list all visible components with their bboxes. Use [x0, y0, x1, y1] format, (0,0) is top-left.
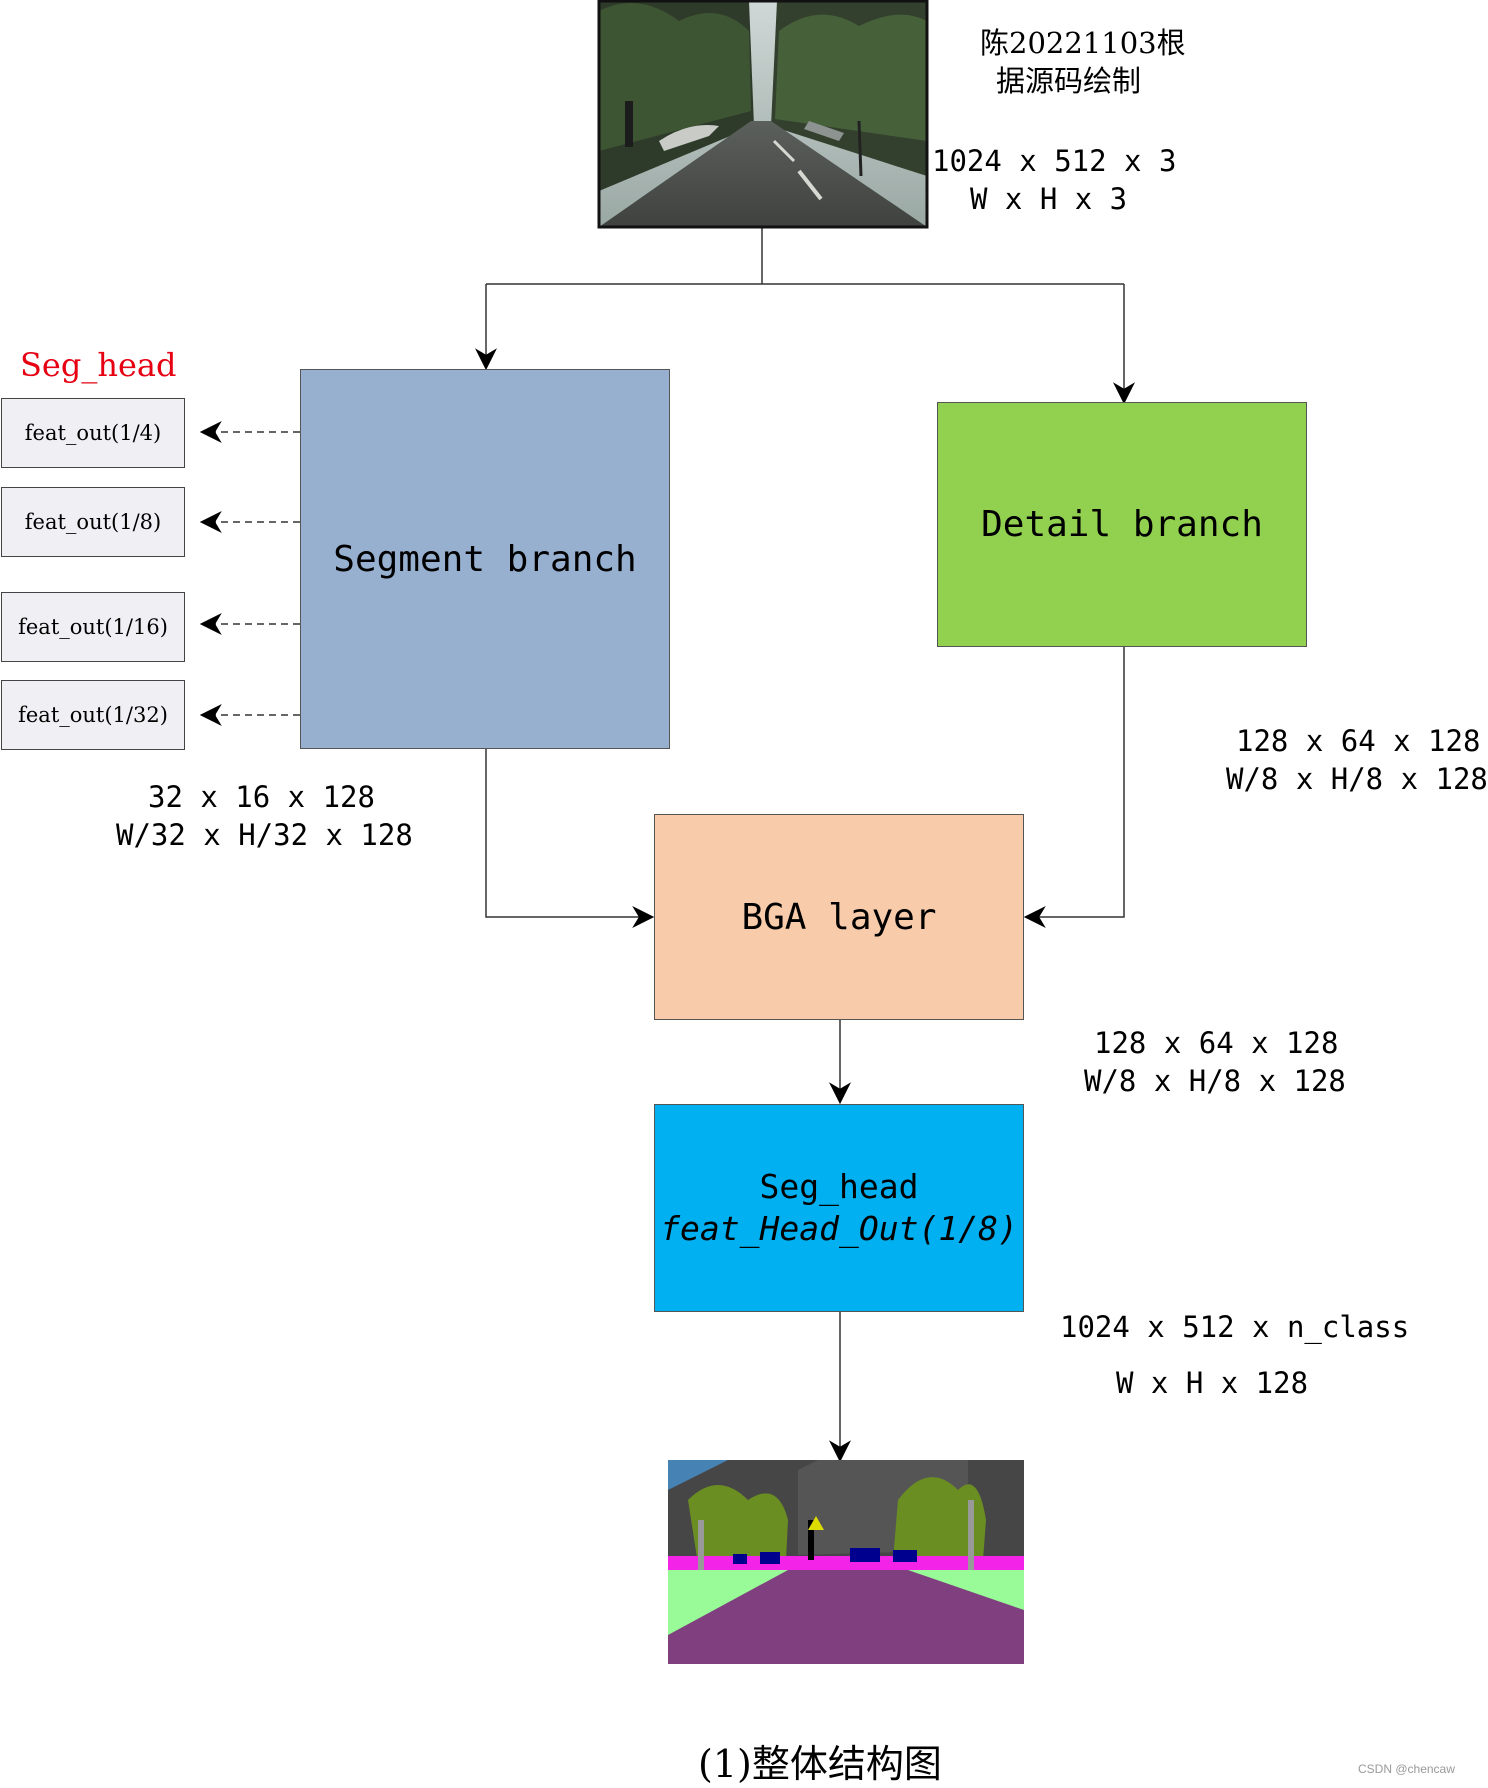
segment-dims-line-2: W/32 x H/32 x 128: [116, 818, 413, 852]
seg-head-box-subtitle: feat_Head_Out(1/8): [660, 1209, 1018, 1248]
segment-to-bga-line: [485, 749, 655, 928]
feat-out-label-1-8: feat_out(1/8): [24, 510, 162, 534]
feat-out-box-1-16: feat_out(1/16): [1, 592, 185, 662]
seg-head-box: Seg_head feat_Head_Out(1/8): [654, 1104, 1024, 1312]
input-image: [597, 0, 929, 229]
input-dims-line-2: W x H x 3: [970, 182, 1128, 216]
feat-out-label-1-16: feat_out(1/16): [18, 615, 168, 639]
author-note-line-1: 陈20221103根: [980, 26, 1186, 60]
feat-out-box-1-32: feat_out(1/32): [1, 680, 185, 750]
bga-dims-line-2: W/8 x H/8 x 128: [1084, 1064, 1346, 1098]
bga-layer-box: BGA layer: [654, 814, 1024, 1020]
output-segmentation-image: [668, 1460, 1024, 1664]
detail-branch-box: Detail branch: [937, 402, 1307, 647]
feat-out-label-1-32: feat_out(1/32): [18, 703, 168, 727]
feat-out-box-1-4: feat_out(1/4): [1, 398, 185, 468]
segment-branch-box: Segment branch: [300, 369, 670, 749]
feat-out-box-1-8: feat_out(1/8): [1, 487, 185, 557]
detail-dims-line-1: 128 x 64 x 128: [1236, 724, 1481, 758]
bga-layer-label: BGA layer: [741, 896, 937, 938]
segment-branch-label: Segment branch: [333, 538, 637, 580]
seg-head-box-title: Seg_head: [759, 1167, 919, 1206]
segment-dims-line-1: 32 x 16 x 128: [148, 780, 375, 814]
figure-caption: (1)整体结构图: [698, 1742, 942, 1786]
input-split-line: [486, 227, 1124, 285]
output-dims-line-1: 1024 x 512 x n_class: [1060, 1310, 1410, 1344]
input-dims-line-1: 1024 x 512 x 3: [932, 144, 1177, 178]
output-dims-line-2: W x H x 128: [1116, 1366, 1309, 1400]
detail-branch-label: Detail branch: [981, 504, 1263, 545]
author-note-line-2: 据源码绘制: [996, 64, 1142, 98]
bga-dims-line-1: 128 x 64 x 128: [1094, 1026, 1339, 1060]
detail-dims-line-2: W/8 x H/8 x 128: [1226, 762, 1488, 796]
seg-head-red-label: Seg_head: [20, 346, 177, 384]
detail-to-bga-line: [1023, 647, 1125, 928]
feat-out-label-1-4: feat_out(1/4): [24, 421, 162, 445]
watermark: CSDN @chencaw: [1358, 1762, 1455, 1776]
